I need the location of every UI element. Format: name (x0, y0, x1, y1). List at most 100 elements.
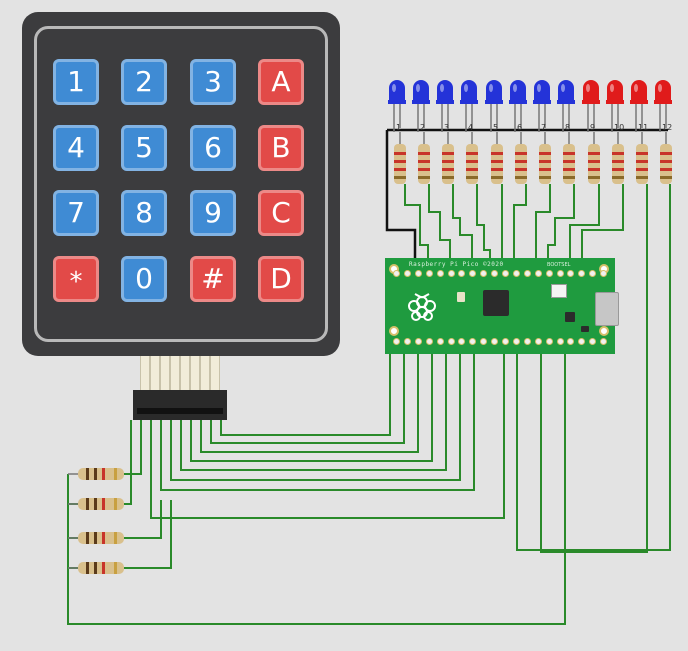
pico-pin[interactable] (393, 270, 400, 277)
pico-pin[interactable] (425, 270, 433, 277)
signal-wire (190, 354, 433, 462)
pico-pin[interactable] (469, 338, 477, 345)
led-blue[interactable]: 7 (533, 80, 551, 132)
keypad-key-7[interactable]: 7 (53, 190, 99, 236)
ribbon-wire (200, 356, 210, 390)
signal-wire (540, 184, 648, 553)
signal-wire (452, 184, 473, 262)
pico-pin[interactable] (523, 270, 531, 277)
led-pin-label: 4 (468, 123, 473, 132)
pico-pin[interactable] (458, 270, 466, 277)
pulldown-resistor (68, 532, 124, 544)
pico-pin[interactable] (502, 270, 509, 277)
component (581, 326, 589, 332)
pico-pin[interactable] (403, 338, 411, 345)
pico-pin[interactable] (534, 338, 542, 345)
signal-wire (160, 354, 475, 491)
pico-pin[interactable] (480, 338, 488, 345)
keypad-key-1[interactable]: 1 (53, 59, 99, 105)
pico-pin[interactable] (425, 338, 433, 345)
led-resistor (515, 132, 527, 184)
pico-pin[interactable] (480, 270, 488, 277)
led-resistor (539, 132, 551, 184)
signal-wire (180, 354, 447, 471)
pico-pin[interactable] (534, 270, 542, 277)
keypad-key-b[interactable]: B (258, 125, 304, 171)
pico-pin[interactable] (556, 338, 564, 345)
led-red[interactable]: 12 (654, 80, 672, 132)
signal-wire (170, 354, 461, 481)
keypad-key-a[interactable]: A (258, 59, 304, 105)
led-blue[interactable]: 4 (460, 80, 478, 132)
keypad-key-8[interactable]: 8 (121, 190, 167, 236)
pico-pin[interactable] (589, 270, 597, 277)
pico-pin[interactable] (469, 270, 477, 277)
pico-pin[interactable] (458, 338, 466, 345)
pico-pin[interactable] (512, 270, 520, 277)
pico-pin[interactable] (414, 270, 422, 277)
keypad-key-d[interactable]: D (258, 256, 304, 302)
keypad-key-star[interactable]: * (53, 256, 99, 302)
signal-wire (547, 184, 575, 262)
bootsel-button[interactable] (551, 284, 567, 298)
pico-pin[interactable] (436, 338, 444, 345)
led-blue[interactable]: 5 (485, 80, 503, 132)
signal-wire (516, 184, 671, 551)
signal-wire (535, 184, 551, 262)
keypad-key-6[interactable]: 6 (190, 125, 236, 171)
led-blue[interactable]: 8 (557, 80, 575, 132)
led-resistor (588, 132, 600, 184)
pico-pin[interactable] (502, 338, 509, 345)
pico-pin[interactable] (600, 338, 608, 345)
pico-pin[interactable] (567, 338, 575, 345)
signal-wire (513, 184, 527, 262)
keypad-key-4[interactable]: 4 (53, 125, 99, 171)
keypad-key-c[interactable]: C (258, 190, 304, 236)
led-blue[interactable]: 6 (509, 80, 527, 132)
ribbon-wire (140, 356, 150, 390)
led-resistor (466, 132, 478, 184)
pico-pin[interactable] (447, 270, 455, 277)
pico-pin[interactable] (491, 338, 499, 345)
pico-pin[interactable] (545, 270, 553, 277)
ribbon-wire (170, 356, 180, 390)
pico-pin[interactable] (578, 270, 586, 277)
keypad-key-3[interactable]: 3 (190, 59, 236, 105)
pico-pin[interactable] (447, 338, 455, 345)
keypad-pin-header (133, 390, 227, 420)
pico-pin[interactable] (589, 338, 597, 345)
pico-pin[interactable] (523, 338, 531, 345)
signal-wire (220, 354, 391, 436)
led-pin-label: 3 (444, 123, 449, 132)
pico-pin[interactable] (578, 338, 586, 345)
led-blue[interactable]: 2 (412, 80, 430, 132)
pico-board-title: Raspberry Pi Pico ©2020 (409, 261, 504, 268)
raspberry-logo-icon (408, 293, 436, 321)
pico-pin[interactable] (393, 338, 400, 345)
led-blue[interactable]: 1 (388, 80, 406, 132)
keypad-key-5[interactable]: 5 (121, 125, 167, 171)
pico-pin[interactable] (545, 338, 553, 345)
keypad-ribbon-cable (138, 356, 220, 390)
pico-pin[interactable] (556, 270, 564, 277)
led-red[interactable]: 10 (606, 80, 624, 132)
pico-pin[interactable] (512, 338, 520, 345)
rp2040-chip (483, 290, 509, 316)
pico-pin[interactable] (403, 270, 411, 277)
led-resistor (418, 132, 430, 184)
keypad-key-9[interactable]: 9 (190, 190, 236, 236)
pico-pin[interactable] (600, 270, 608, 277)
ribbon-wire (150, 356, 160, 390)
pico-pin[interactable] (491, 270, 499, 277)
pico-pin[interactable] (414, 338, 422, 345)
keypad-key-2[interactable]: 2 (121, 59, 167, 105)
led-blue[interactable]: 3 (436, 80, 454, 132)
keypad-key-0[interactable]: 0 (121, 256, 167, 302)
led-red[interactable]: 11 (630, 80, 648, 132)
pico-pin[interactable] (567, 270, 575, 277)
pico-pin[interactable] (436, 270, 444, 277)
led-red[interactable]: 9 (582, 80, 600, 132)
ribbon-wire (160, 356, 170, 390)
keypad-key-hash[interactable]: # (190, 256, 236, 302)
